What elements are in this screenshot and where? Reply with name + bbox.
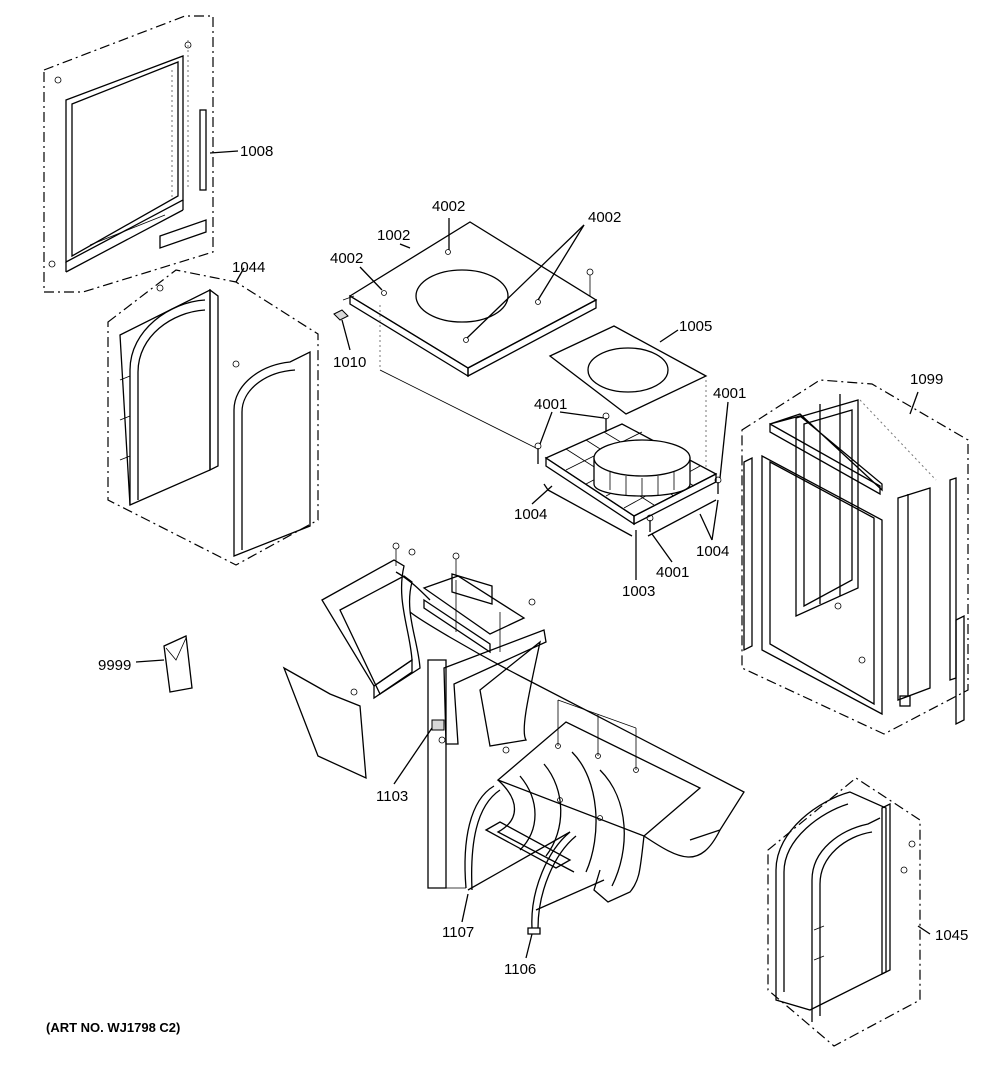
leader-1004-right-a <box>699 513 713 541</box>
callout-4001-left: 4001 <box>534 396 567 413</box>
callout-4002-right: 4002 <box>588 209 621 226</box>
part-1099-frame <box>741 379 969 735</box>
leader-1010 <box>341 319 351 351</box>
part-1010-clip <box>333 309 349 321</box>
callout-4001-right: 4001 <box>713 385 746 402</box>
part-scroll-housing <box>428 699 721 903</box>
callout-1099: 1099 <box>910 371 943 388</box>
leader-4002-left <box>359 266 383 291</box>
leader-9999 <box>135 659 165 663</box>
part-1044-left-wrapper <box>107 269 319 566</box>
part-1002-top-plate <box>342 221 598 449</box>
part-1003-grille <box>543 423 718 537</box>
leader-1099 <box>909 391 919 415</box>
part-scroll-panels <box>282 542 745 889</box>
leader-4001-left-b <box>559 411 605 419</box>
callout-1003: 1003 <box>622 583 655 600</box>
callout-1045: 1045 <box>935 927 968 944</box>
leader-1004-left <box>531 485 553 505</box>
leader-1045 <box>917 925 931 935</box>
callout-1103: 1103 <box>376 788 408 805</box>
part-1045-right-wrapper <box>767 777 921 1047</box>
art-number: (ART NO. WJ1798 C2) <box>46 1020 180 1035</box>
leader-1106 <box>525 933 533 959</box>
leader-1004-right-b <box>711 499 719 541</box>
leader-4001-left-a <box>539 411 553 445</box>
leader-4001-right <box>719 401 729 479</box>
leader-4001-bottom <box>651 533 673 563</box>
callout-1005: 1005 <box>679 318 712 335</box>
leader-1002 <box>399 243 411 249</box>
callout-1106: 1106 <box>504 961 536 978</box>
leader-1103 <box>393 727 433 785</box>
callout-4002-top: 4002 <box>432 198 465 215</box>
part-1005-gasket <box>548 325 708 415</box>
callout-1002: 1002 <box>377 227 410 244</box>
leader-1044 <box>235 267 245 283</box>
callout-1004-left: 1004 <box>514 506 547 523</box>
callout-1107: 1107 <box>442 924 474 941</box>
callout-4001-bottom: 4001 <box>656 564 689 581</box>
part-1107-bail <box>464 746 571 891</box>
callout-1008: 1008 <box>240 143 273 160</box>
callout-1044: 1044 <box>232 259 265 276</box>
callout-4002-left: 4002 <box>330 250 363 267</box>
part-1008-rear-panel <box>43 15 214 293</box>
callout-9999: 9999 <box>98 657 131 674</box>
part-9999-manual <box>163 635 193 693</box>
leader-1107 <box>461 893 469 923</box>
callout-1010: 1010 <box>333 354 366 371</box>
leader-1005 <box>659 329 679 343</box>
leader-4002-right-b <box>466 224 585 339</box>
leader-1008 <box>209 150 239 154</box>
callout-1004-right: 1004 <box>696 543 729 560</box>
part-1106-bail <box>527 831 605 935</box>
screws-4001 <box>534 412 722 532</box>
leader-4002-right-a <box>537 224 585 301</box>
